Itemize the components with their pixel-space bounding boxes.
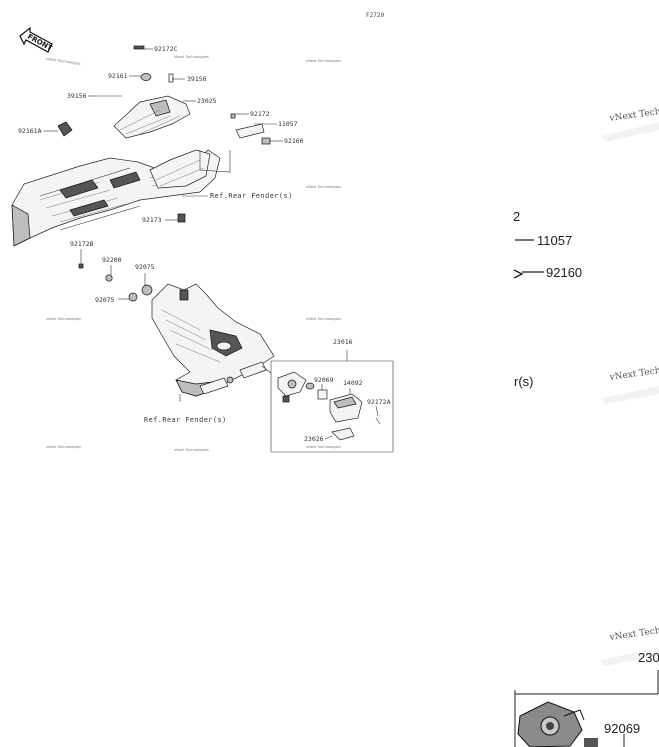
zoom-label-2: 2 (513, 209, 520, 224)
zoom-label-11057: 11057 (537, 233, 572, 248)
label-92172B: 92172B (70, 240, 94, 248)
watermark-large-2: vNext Techn (608, 365, 659, 383)
svg-text:vNext Technologies: vNext Technologies (46, 317, 81, 321)
label-92069: 92069 (314, 376, 334, 384)
zoom-label-92069: 92069 (604, 721, 640, 736)
watermarks-small: vNext Technologies vNext Technologies vN… (46, 55, 341, 452)
label-92172A: 92172A (367, 398, 391, 406)
license-lamp-inset (261, 350, 394, 453)
label-23025: 23025 (197, 97, 217, 105)
zoom-label-92160: 92160 (546, 265, 582, 280)
svg-text:vNext Technologies: vNext Technologies (306, 317, 341, 321)
svg-text:vNext Technologies: vNext Technologies (46, 445, 81, 449)
label-23026: 23026 (304, 435, 324, 443)
label-23016: 23016 (333, 338, 353, 346)
zoom-label-fender: r(s) (514, 374, 534, 389)
label-11057: 11057 (278, 120, 298, 128)
zoom-fragment-top: vNext Techn 2 11057 92160 (513, 106, 659, 280)
label-92160: 92160 (284, 137, 304, 145)
tail-cover-assembly (11, 45, 271, 247)
label-14092: 14092 (343, 379, 363, 387)
ref-rear-fender-bottom: Ref.Rear Fender(s) (144, 416, 227, 424)
label-92161A: 92161A (18, 127, 42, 135)
label-92200: 92200 (102, 256, 122, 264)
front-arrow-icon: FRONT (19, 26, 54, 53)
label-92172: 92172 (250, 110, 270, 118)
diagram-code: F2720 (366, 12, 384, 19)
lower-leaders (80, 249, 181, 402)
watermark-large-1: vNext Techn (608, 106, 659, 124)
svg-text:vNext Technologies: vNext Technologies (306, 185, 341, 189)
label-92075-bottom: 92075 (95, 296, 115, 304)
svg-text:vNext Technologies: vNext Technologies (306, 59, 341, 63)
zoom-fragment-bottom: vNext Techn 230 92069 (514, 625, 659, 747)
watermark-large-3: vNext Techn (608, 625, 659, 643)
svg-text:vNext Technologies: vNext Technologies (306, 445, 341, 449)
label-39156-right: 39156 (187, 75, 207, 83)
label-92075-top: 92075 (135, 263, 155, 271)
label-92173: 92173 (142, 216, 162, 224)
label-92161: 92161 (108, 72, 128, 80)
zoom-label-230: 230 (638, 650, 659, 665)
ref-rear-fender-top: Ref.Rear Fender(s) (210, 192, 293, 200)
license-bracket-assembly (78, 263, 275, 397)
upper-leaders (44, 48, 283, 221)
svg-text:vNext Technologies: vNext Technologies (174, 448, 209, 452)
label-39156-left: 39156 (67, 92, 87, 100)
svg-text:vNext Technologies: vNext Technologies (174, 55, 209, 59)
svg-text:vNext Technologies: vNext Technologies (46, 57, 81, 66)
zoom-fragment-middle: r(s) vNext Techn (514, 365, 659, 404)
label-92172C: 92172C (154, 45, 178, 53)
